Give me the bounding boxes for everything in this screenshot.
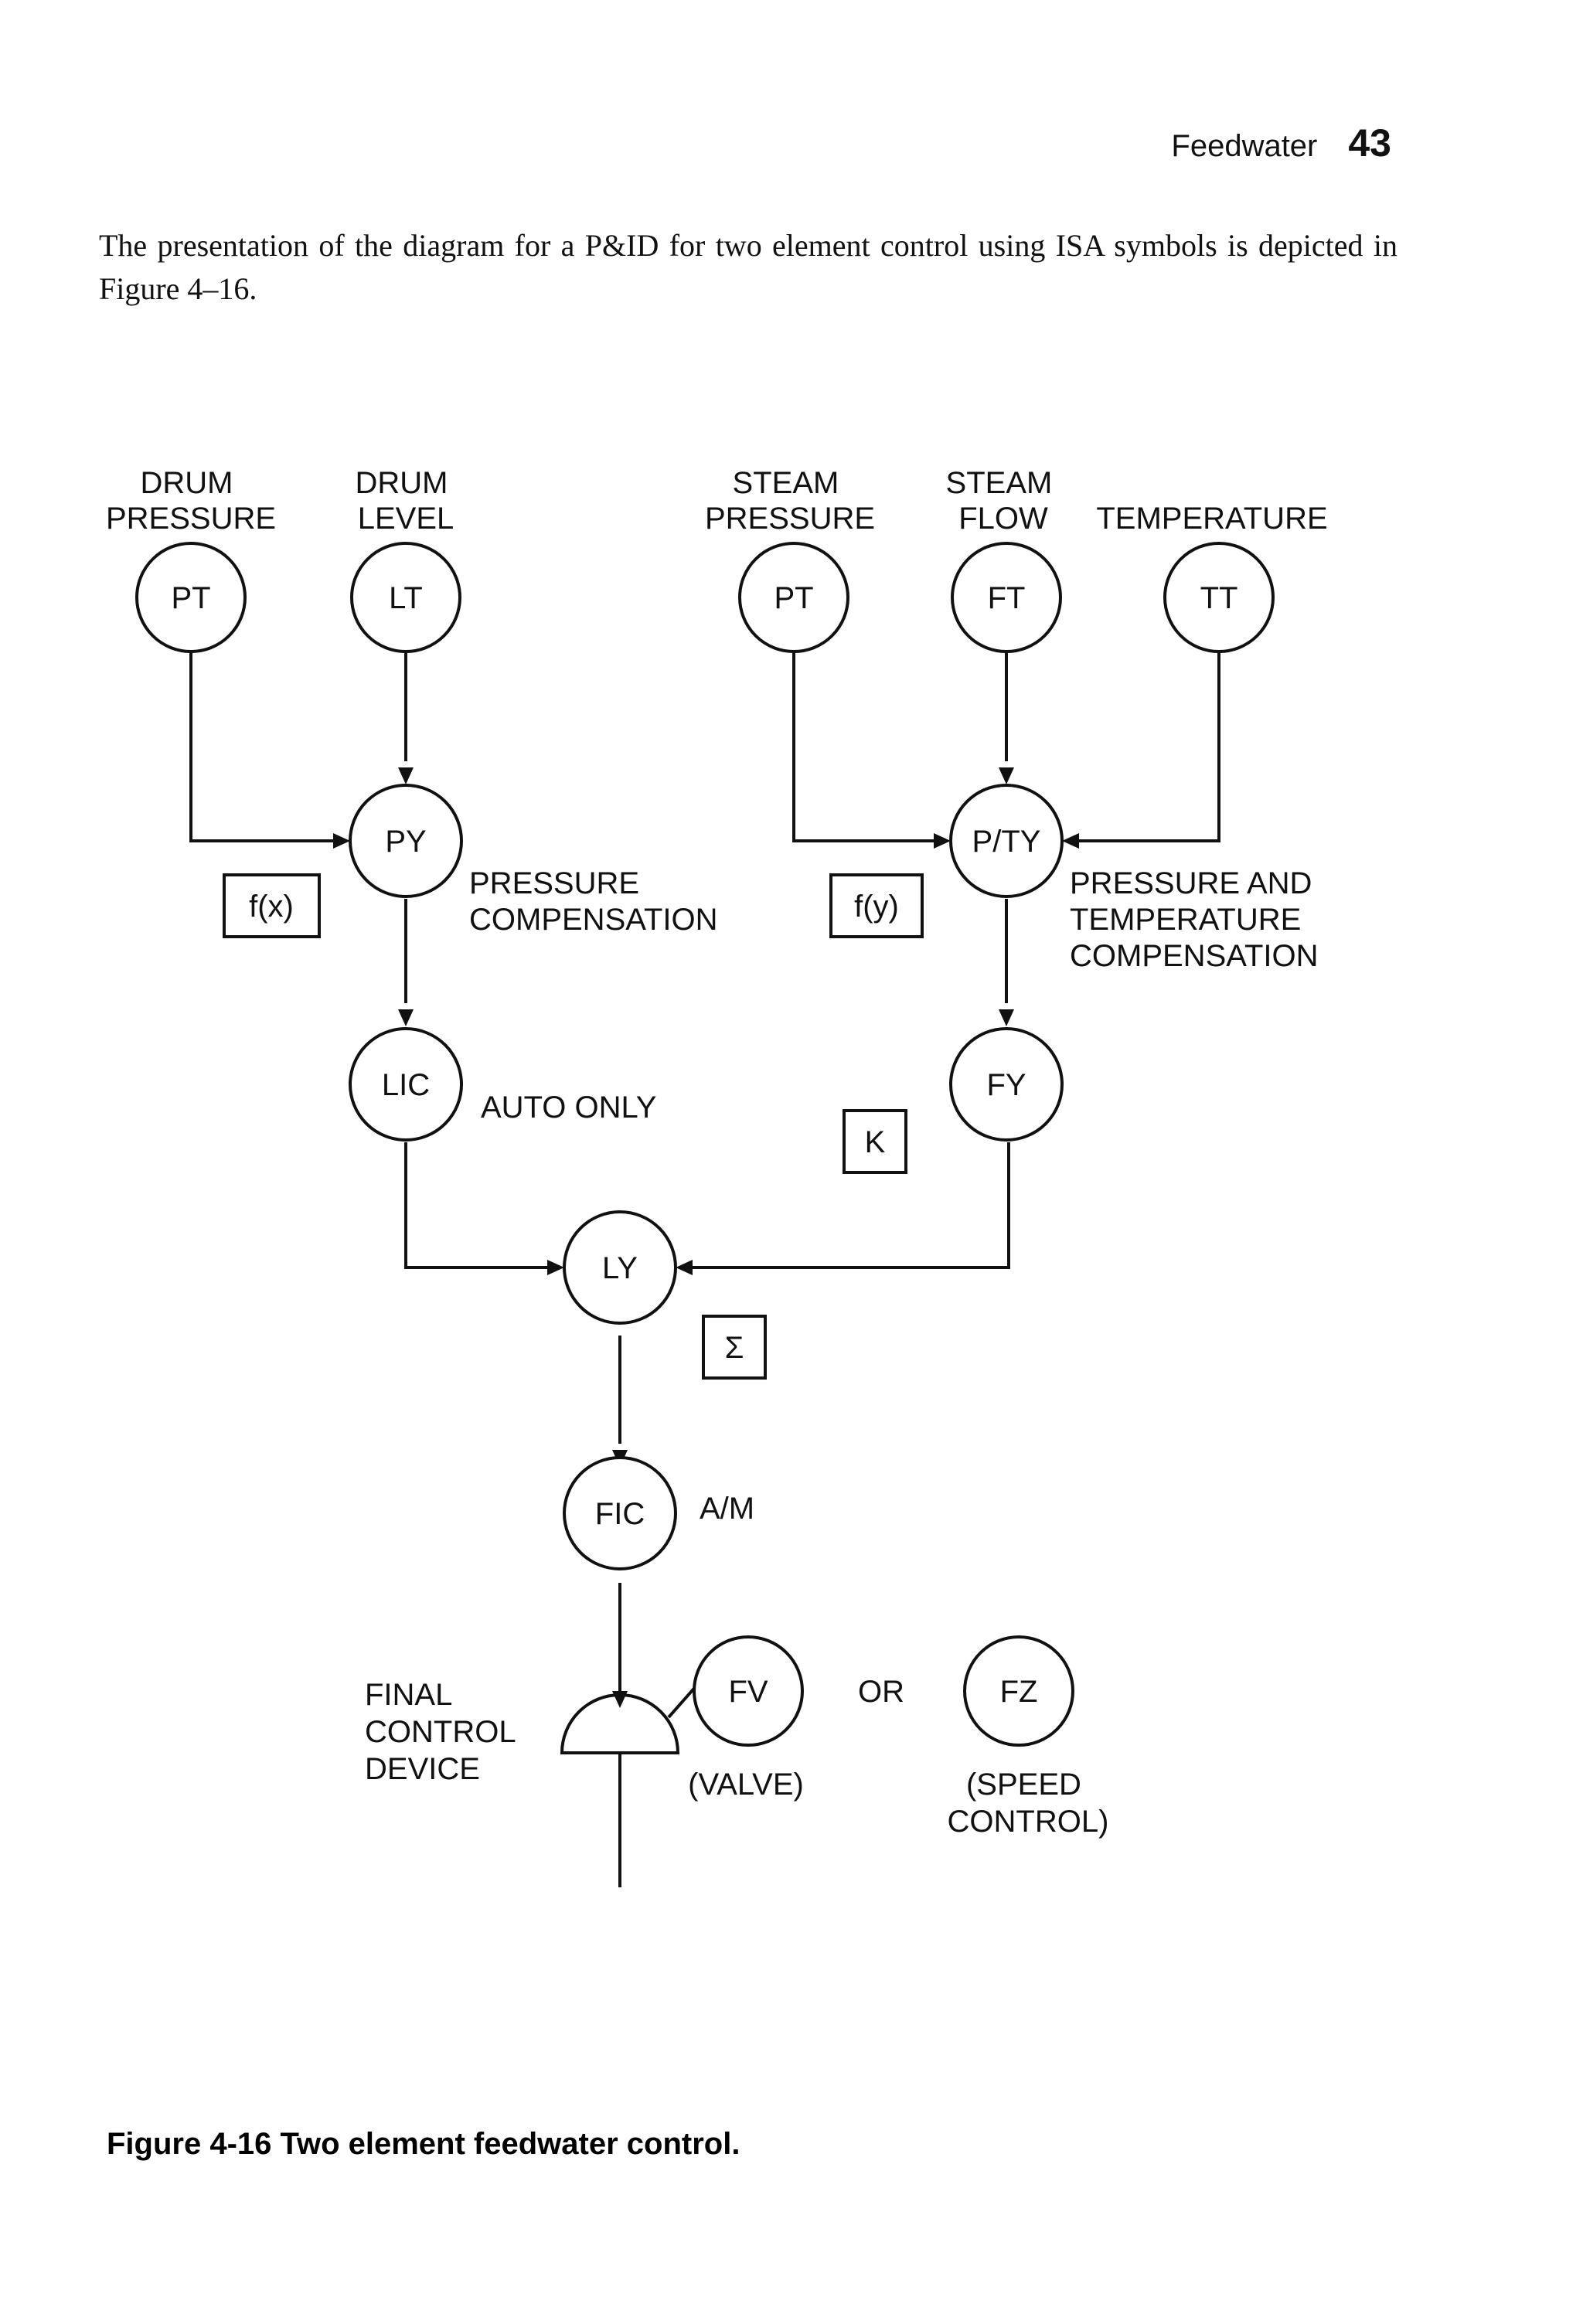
function-box-fy: f(y) (829, 873, 924, 938)
bubble-tag: PT (171, 581, 210, 615)
function-box-fx: f(x) (223, 873, 321, 938)
arrow-into-pty-left (934, 833, 951, 849)
line-lic-to-ly (404, 1142, 549, 1269)
instrument-bubble-ly: LY (563, 1210, 677, 1325)
header-section-title: Feedwater (1171, 129, 1318, 163)
label-drum-level: DRUM LEVEL (355, 466, 456, 536)
function-box-label: K (865, 1125, 886, 1159)
arrow-into-pty-right (1062, 833, 1079, 849)
label-drum-pressure: DRUM PRESSURE (106, 466, 276, 536)
running-header: Feedwater 43 (1144, 121, 1391, 167)
figure-caption: Figure 4-16 Two element feedwater contro… (107, 2127, 740, 2161)
bubble-tag: TT (1200, 581, 1238, 615)
label-am: A/M (700, 1492, 754, 1526)
arrow-into-ly-left (547, 1260, 564, 1275)
function-box-label: Σ (725, 1331, 744, 1365)
instrument-bubble-fv: FV (693, 1635, 804, 1747)
function-box-k: K (843, 1109, 907, 1174)
label-pressure-temperature-compensation: PRESSURE AND TEMPERATURE COMPENSATION (1070, 866, 1321, 973)
instrument-bubble-lic: LIC (349, 1027, 463, 1142)
label-or: OR (858, 1675, 904, 1709)
instrument-bubble-ft: FT (951, 542, 1062, 653)
intro-paragraph: The presentation of the diagram for a P&… (99, 228, 1397, 306)
bubble-tag: FY (986, 1068, 1026, 1102)
label-pressure-compensation: PRESSURE COMPENSATION (469, 866, 718, 937)
function-box-label: f(y) (854, 890, 899, 924)
bubble-tag: FZ (1000, 1675, 1038, 1709)
label-final-control-device: FINAL CONTROL DEVICE (365, 1678, 523, 1786)
label-valve: (VALVE) (688, 1768, 804, 1802)
instrument-bubble-fic: FIC (563, 1456, 677, 1570)
label-steam-flow: STEAM FLOW (946, 466, 1061, 536)
instrument-bubble-fy: FY (949, 1027, 1064, 1142)
label-steam-pressure: STEAM PRESSURE (705, 466, 875, 536)
bubble-tag: PT (774, 581, 813, 615)
label-speed-control: (SPEED CONTROL) (948, 1768, 1109, 1839)
header-page-number: 43 (1348, 121, 1391, 165)
arrow-into-lic (398, 1009, 414, 1026)
bubble-tag: PY (385, 825, 426, 859)
instrument-bubble-fz: FZ (963, 1635, 1074, 1747)
bubble-tag: FT (988, 581, 1026, 615)
arrow-into-fy (999, 1009, 1014, 1026)
function-box-label: f(x) (249, 890, 294, 924)
arrow-into-py-left (333, 833, 350, 849)
instrument-bubble-pt-steam: PT (738, 542, 849, 653)
line-pt1-to-py (189, 652, 336, 842)
arrow-into-ly-right (676, 1260, 693, 1275)
instrument-bubble-pty: P/TY (949, 784, 1064, 898)
bubble-tag: LY (602, 1251, 638, 1285)
label-auto-only: AUTO ONLY (481, 1091, 656, 1125)
line-tt-to-pty (1076, 652, 1220, 842)
bubble-tag: FIC (595, 1497, 645, 1531)
final-control-device-actuator (560, 1693, 680, 1754)
line-fy-to-ly (688, 1142, 1010, 1269)
instrument-bubble-tt: TT (1163, 542, 1275, 653)
function-box-sigma: Σ (702, 1315, 767, 1380)
arrow-into-py-top (398, 767, 414, 784)
signal-lines (189, 652, 1220, 1887)
label-temperature: TEMPERATURE (1096, 502, 1327, 536)
bubble-tag: LIC (382, 1068, 430, 1102)
bubble-tag: P/TY (972, 825, 1041, 859)
bubble-tag: LT (389, 581, 423, 615)
line-pt2-to-pty (792, 652, 935, 842)
instrument-bubble-lt: LT (350, 542, 461, 653)
instrument-bubble-pt-drum: PT (135, 542, 247, 653)
instrument-bubble-py: PY (349, 784, 463, 898)
bubble-tag: FV (728, 1675, 768, 1709)
arrow-into-pty-top (999, 767, 1014, 784)
arrowheads (333, 767, 1079, 1708)
